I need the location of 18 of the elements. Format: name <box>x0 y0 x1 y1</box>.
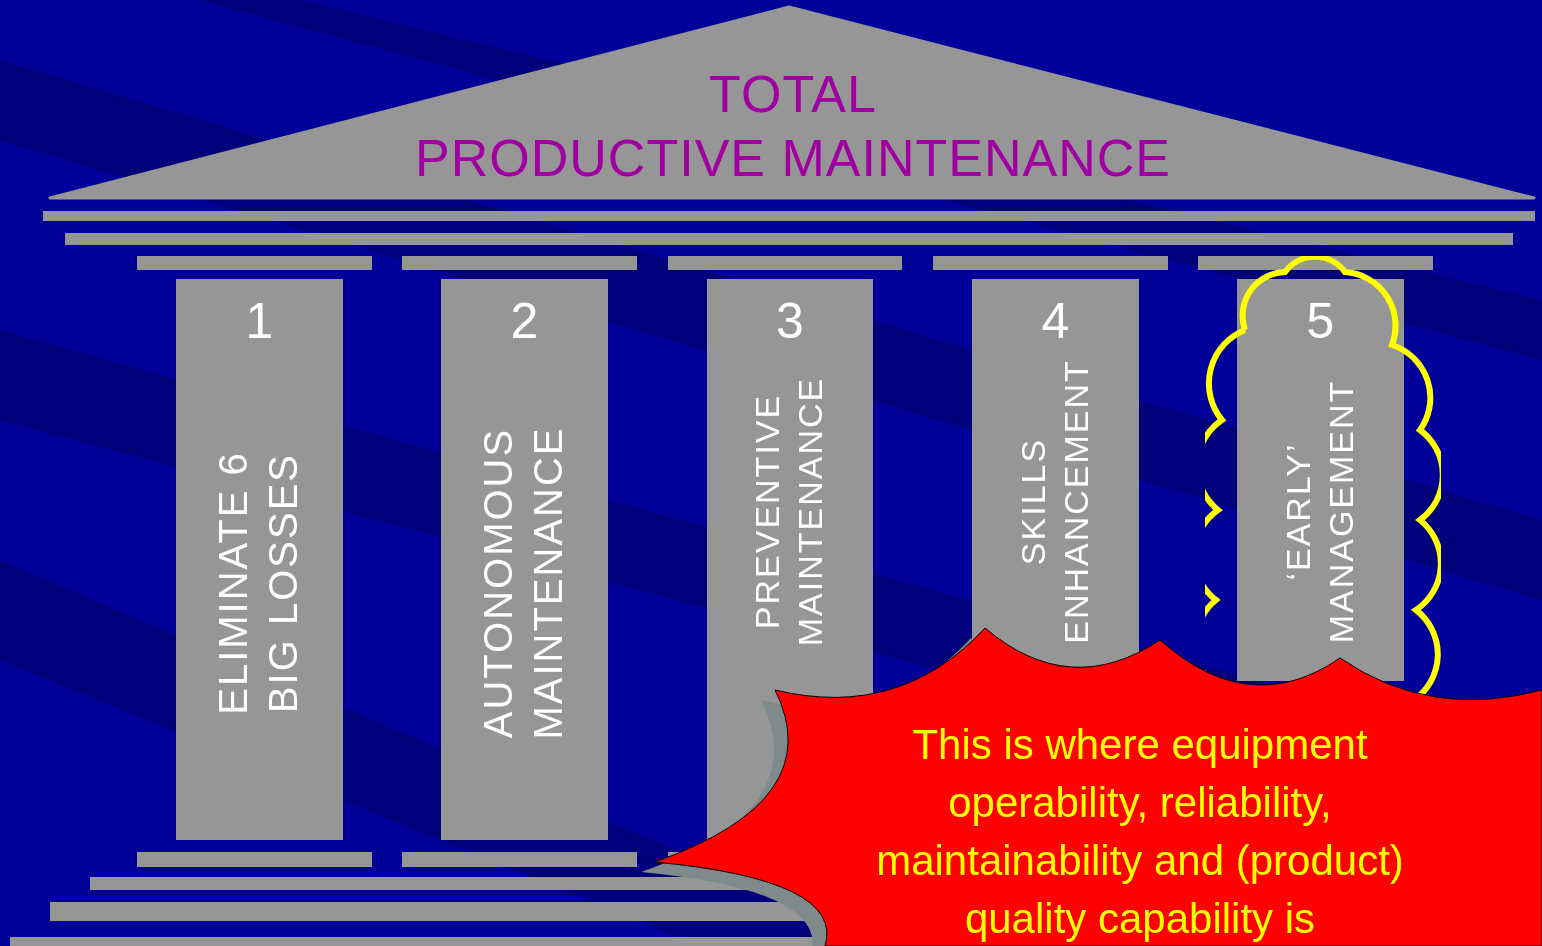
title-text: PRODUCTIVE MAINTENANCE <box>414 128 1172 189</box>
pillar-label: SKILLS ENHANCEMENT <box>1012 357 1095 646</box>
pillar-number: 4 <box>1040 293 1071 349</box>
roof-pediment <box>48 5 1536 201</box>
pillar-label: ELIMINATE 6 BIG LOSSES <box>209 450 306 717</box>
callout-text: This is where equipment operability, reliability, maintainability and (product) quality capability is <box>875 720 1405 944</box>
pillar-number: 5 <box>1305 293 1336 349</box>
pillar <box>176 279 343 840</box>
pillar-label: ‘EARLY’ MANAGEMENT <box>1277 378 1360 645</box>
pillar-label: AUTONOMOUS MAINTENANCE <box>474 425 571 742</box>
pillar-number: 2 <box>509 293 540 349</box>
pillar <box>1237 279 1404 681</box>
pillar-number: 1 <box>244 293 275 349</box>
pillar <box>972 279 1139 667</box>
pillar-number: 3 <box>775 293 805 349</box>
pillar <box>441 279 608 840</box>
pillar-label: PREVENTIVE MAINTENANCE <box>746 375 829 648</box>
title-text: TOTAL <box>708 64 878 125</box>
